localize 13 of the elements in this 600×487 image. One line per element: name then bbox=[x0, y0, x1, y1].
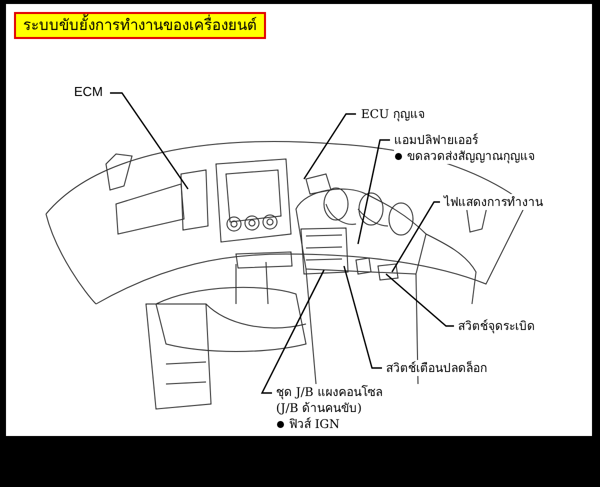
part-label: ไฟแสดงการทำงาน bbox=[444, 194, 543, 210]
part-label: สวิตช์เตือนปลดล็อก bbox=[386, 360, 487, 376]
bullet-item: ขดลวดส่งสัญญาณกุญแจ bbox=[394, 148, 535, 164]
leader-line bbox=[343, 266, 382, 369]
title-banner: ระบบขับยั้งการทำงานของเครื่องยนต์ bbox=[14, 12, 266, 39]
leader-line bbox=[357, 139, 390, 244]
leader-line bbox=[386, 273, 454, 327]
part-label: สวิตช์จุดระเบิด bbox=[458, 318, 535, 334]
leader-line bbox=[391, 201, 440, 272]
leader-line bbox=[260, 270, 325, 394]
leader-line bbox=[303, 113, 356, 180]
part-label: ECU กุญแจ bbox=[361, 106, 425, 122]
leader-line bbox=[110, 92, 189, 190]
